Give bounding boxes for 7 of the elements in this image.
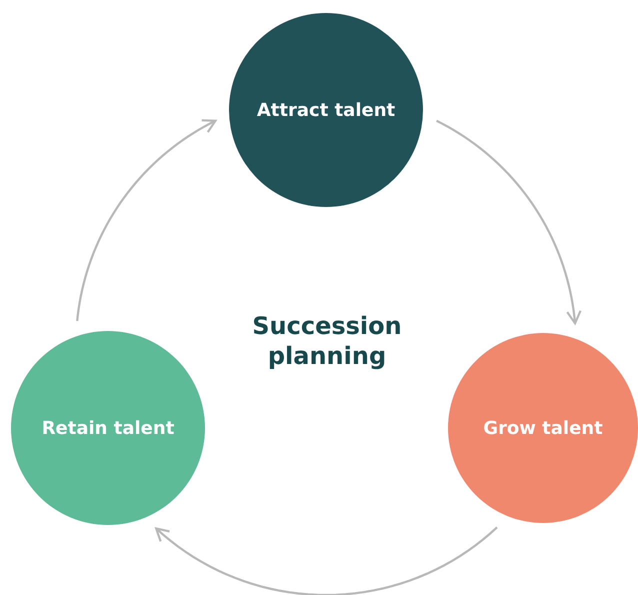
node-label: Retain talent <box>42 418 174 438</box>
arrow <box>155 526 498 595</box>
node-label: Attract talent <box>256 100 396 120</box>
arrow <box>436 120 582 324</box>
center-title: Succession planning <box>251 311 403 371</box>
node-label: Grow talent <box>483 418 603 438</box>
arrow <box>76 119 217 322</box>
